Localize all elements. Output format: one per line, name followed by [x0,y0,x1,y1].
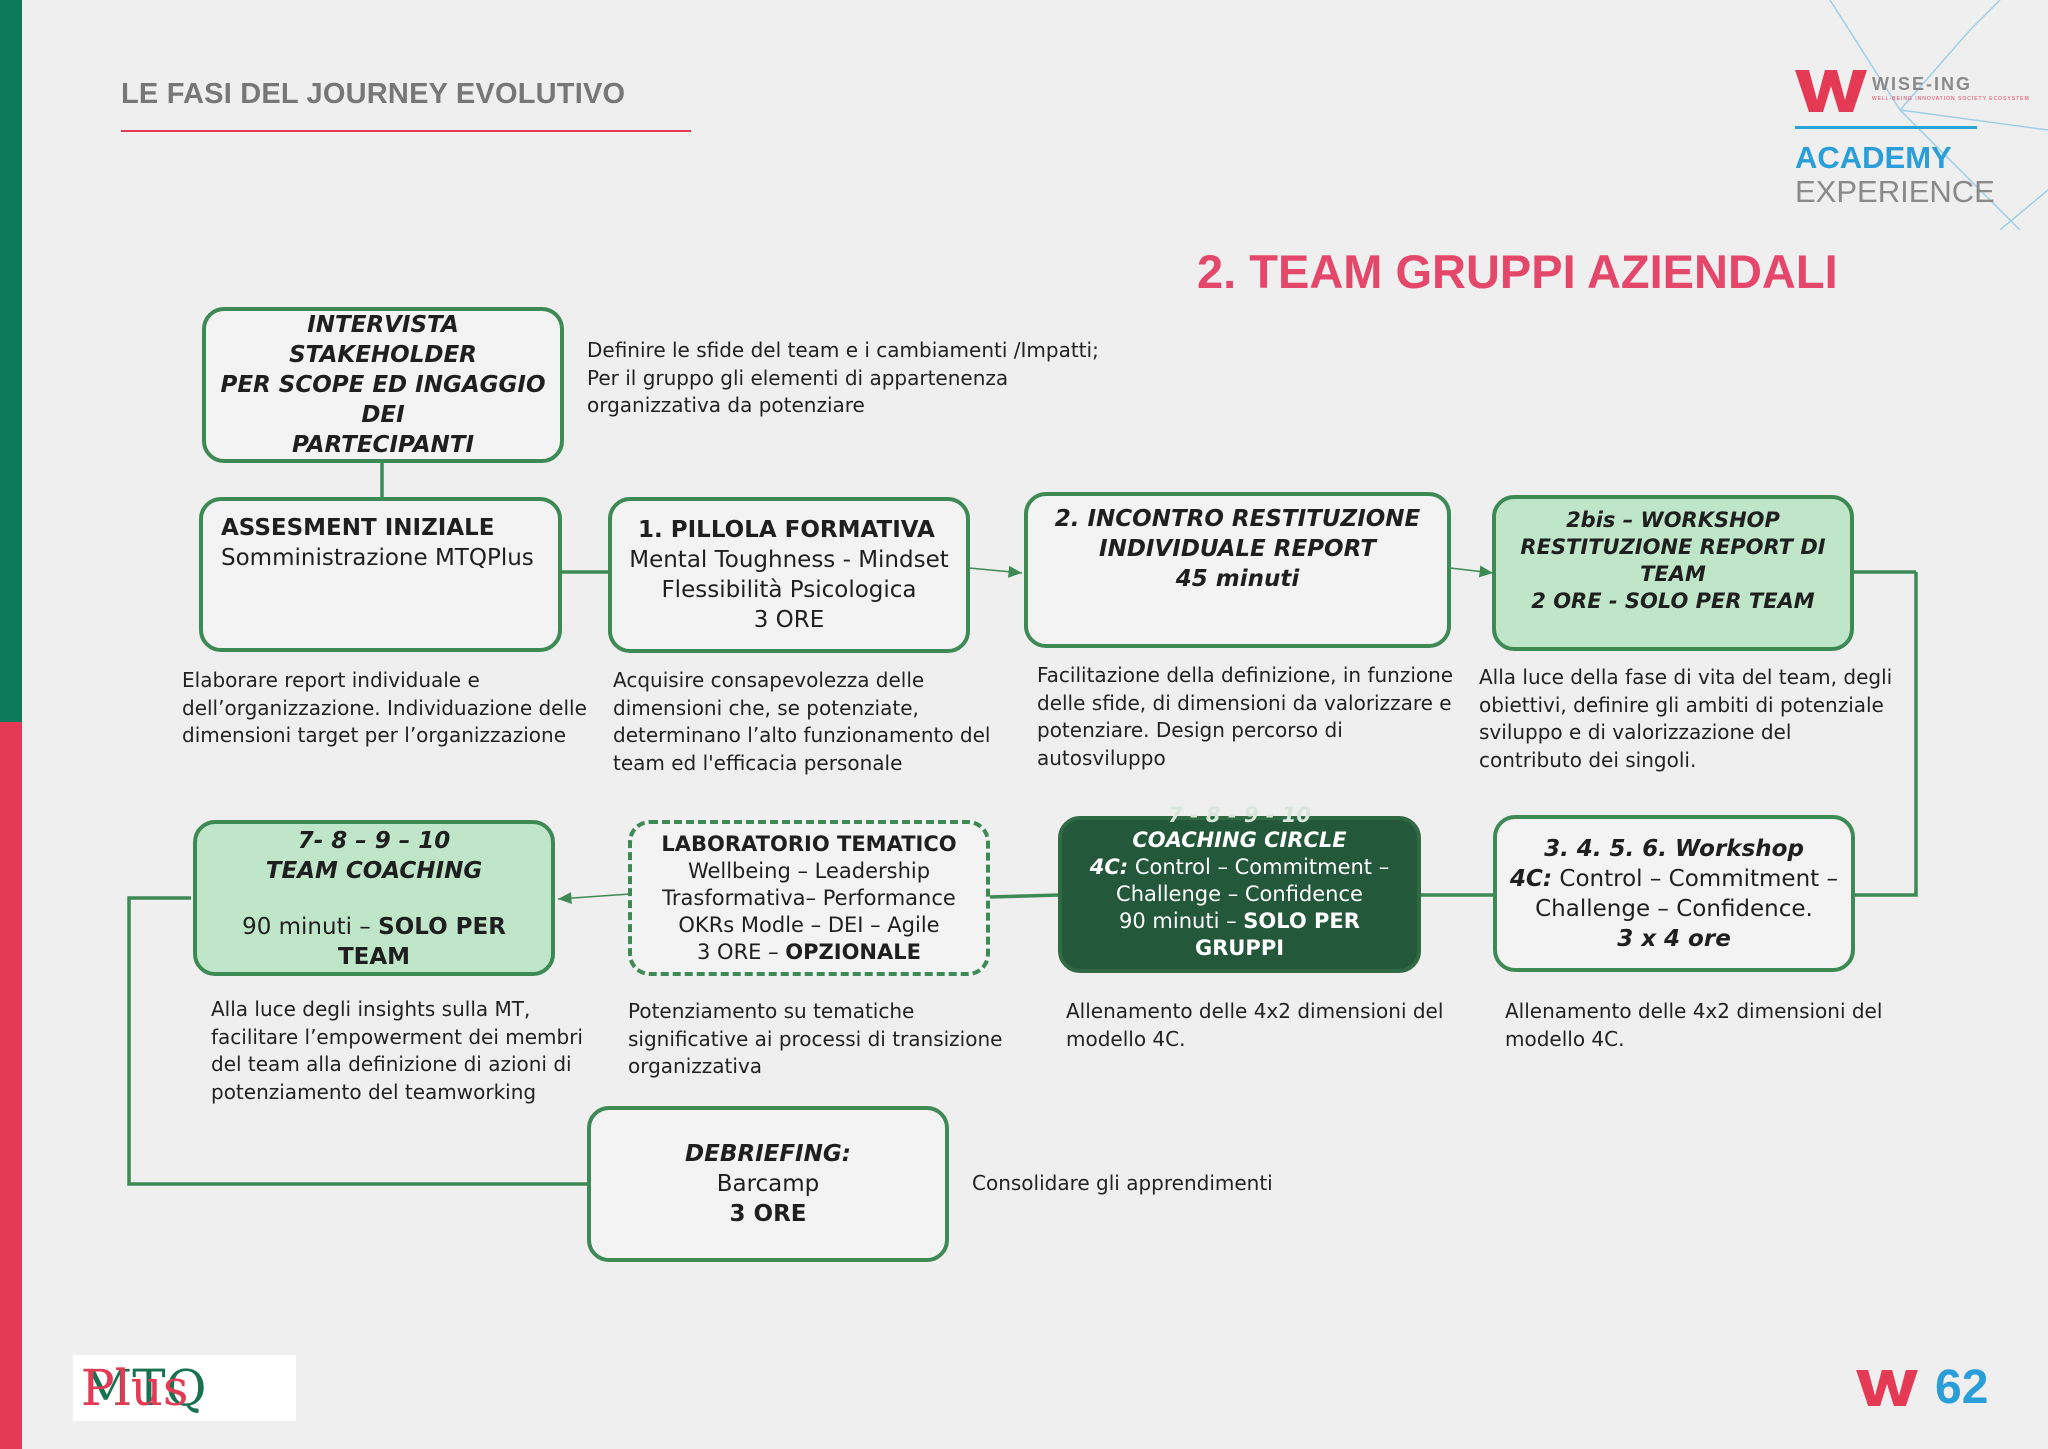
side-stripe-red [0,722,22,1449]
workshop-2bis-description: Alla luce della fase di vita del team, d… [1479,665,1893,772]
intervista-description: Definire le sfide del team e i cambiamen… [587,338,1099,417]
wiseing-footer-icon [1856,1370,1918,1406]
brand-name: WISE-ING [1872,74,1972,94]
coaching-circle-box: 7 - 8 - 9 - 10 COACHING CIRCLE 4C: Contr… [1058,803,1421,973]
assesment-iniziale-box: ASSESMENT INIZIALE Somministrazione MTQP… [199,497,562,652]
wiseing-logo-icon [1795,70,1867,112]
brand-tagline: WELL-BEING INNOVATION SOCIETY ECOSYSTEM [1872,96,2030,102]
academy-label: ACADEMY [1795,140,1952,175]
incontro-restituzione-box: 2. INCONTRO RESTITUZIONE INDIVIDUALE REP… [1024,492,1451,648]
workshop-2bis-box: 2bis – WORKSHOP RESTITUZIONE REPORT DI T… [1492,495,1854,651]
brand-divider [1795,126,1977,129]
coaching-circle-overflow: 7 - 8 - 9 - 10 [1167,803,1312,827]
workshop-3456-description: Allenamento delle 4x2 dimensioni del mod… [1505,999,1883,1051]
pillola-description: Acquisire consapevolezza delle dimension… [613,668,991,775]
assesment-description: Elaborare report individuale e dell’orga… [182,668,587,747]
workshop-3456-box: 3. 4. 5. 6. Workshop 4C: Control – Commi… [1493,815,1855,972]
debriefing-box: DEBRIEFING: Barcamp 3 ORE [587,1106,949,1262]
debriefing-description: Consolidare gli apprendimenti [972,1171,1273,1195]
side-stripe-green [0,0,22,722]
laboratorio-description: Potenziamento su tematiche significative… [628,999,1003,1078]
decorative-lines [1829,0,2048,230]
team-coaching-description: Alla luce degli insights sulla MT, facil… [211,997,583,1104]
pillola-formativa-box: 1. PILLOLA FORMATIVA Mental Toughness - … [608,497,970,653]
intervista-stakeholder-box: INTERVISTA STAKEHOLDER PER SCOPE ED INGA… [202,307,564,463]
header-divider [121,130,691,132]
section-title: 2. TEAM GRUPPI AZIENDALI [1197,245,1838,298]
experience-label: EXPERIENCE [1795,174,1995,209]
page-number: 62 [1935,1361,1989,1414]
page-header-title: LE FASI DEL JOURNEY EVOLUTIVO [121,78,626,110]
incontro-description: Facilitazione della definizione, in funz… [1037,663,1454,770]
laboratorio-tematico-box: LABORATORIO TEMATICO Wellbeing – Leaders… [628,820,990,976]
team-coaching-box: 7- 8 – 9 – 10 TEAM COACHING 90 minuti – … [193,820,555,976]
coaching-circle-description: Allenamento delle 4x2 dimensioni del mod… [1066,999,1444,1051]
